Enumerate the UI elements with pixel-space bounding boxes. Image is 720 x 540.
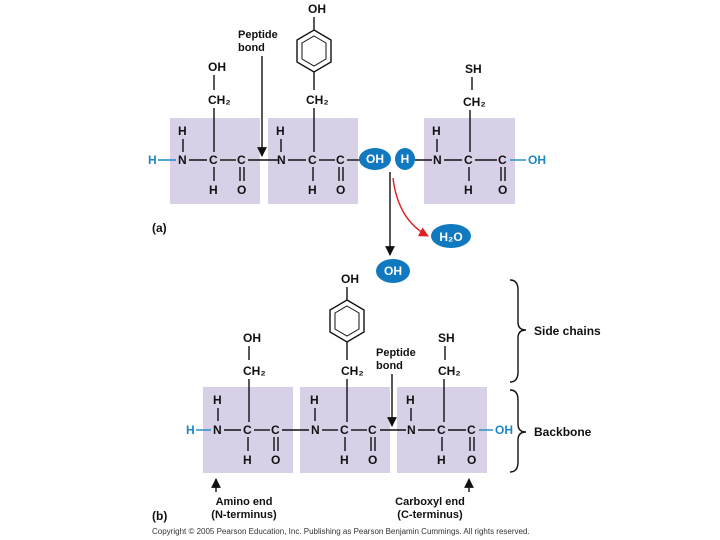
cysteine-ch2-b: CH₂ (438, 364, 461, 378)
serine-oh-b: OH (243, 331, 261, 345)
peptide-bond-label-a-line2: bond (238, 42, 265, 54)
part-a: OH CH₂ H H N C H C O Peptide bond OH (148, 2, 546, 283)
cysteine-ca-h-b: H (437, 453, 446, 467)
peptide-bond-label-a-line1: Peptide (238, 29, 278, 41)
copyright-notice: Copyright © 2005 Pearson Education, Inc.… (152, 527, 530, 536)
cysteine-ca-b: C (437, 423, 446, 437)
serine-a: OH CH₂ H H N C H C O (148, 60, 246, 197)
cysteine-a: SH CH₂ H N C H C O OH (432, 62, 546, 197)
backbone-box-serine-b (203, 387, 293, 473)
cysteine-n: N (433, 153, 442, 167)
tyrosine-oh: OH (308, 2, 326, 16)
water-text: H₂O (439, 230, 462, 244)
serine-o: O (237, 183, 246, 197)
cysteine-b: SH CH₂ H N C H C O OH (406, 331, 513, 467)
backbone-box-tyrosine-b (300, 387, 390, 473)
tyrosine-o: O (336, 183, 345, 197)
n-terminal-h: H (148, 153, 157, 167)
backbone-box-tyrosine-a (268, 118, 358, 204)
serine-ca-b: C (243, 423, 252, 437)
hydroxyl-text-released: OH (384, 264, 402, 278)
serine-b: OH CH₂ H H N C H C O (186, 331, 309, 467)
serine-ca-h: H (209, 183, 218, 197)
tyrosine-ca-h: H (308, 183, 317, 197)
amino-end-label-line2: (N-terminus) (211, 509, 277, 521)
cysteine-ch2: CH₂ (463, 95, 486, 109)
tyrosine-ca-b: C (340, 423, 349, 437)
cysteine-n-h: H (432, 124, 441, 138)
n-terminal-h-b: H (186, 423, 195, 437)
c-terminal-oh-a: OH (528, 153, 546, 167)
serine-ch2: CH₂ (208, 93, 231, 107)
cysteine-sh: SH (465, 62, 482, 76)
tyrosine-ca-h-b: H (340, 453, 349, 467)
hydrogen-ellipse-a (395, 148, 415, 170)
part-a-label: (a) (152, 221, 167, 235)
tyrosine-ca: C (308, 153, 317, 167)
water-ellipse (431, 224, 471, 248)
hydrogen-text-a: H (401, 152, 410, 166)
cysteine-o: O (498, 183, 507, 197)
carboxyl-end-label-line2: (C-terminus) (397, 509, 463, 521)
serine-c: C (237, 153, 246, 167)
side-chains-brace (509, 279, 527, 383)
backbone-brace (509, 389, 527, 473)
serine-ch2-b: CH₂ (243, 364, 266, 378)
hydroxyl-ellipse-released (376, 259, 410, 283)
backbone-box-cysteine-b (397, 387, 487, 473)
water-formation-arrow (392, 177, 429, 237)
serine-ca-h-b: H (243, 453, 252, 467)
carboxyl-end-label-line1: Carboxyl end (395, 496, 465, 508)
serine-ca: C (209, 153, 218, 167)
serine-oh: OH (208, 60, 226, 74)
backbone-label: Backbone (534, 425, 592, 439)
tyrosine-n-b: N (311, 423, 320, 437)
serine-n: N (178, 153, 187, 167)
side-chains-label: Side chains (534, 324, 601, 338)
cysteine-ca-h: H (464, 183, 473, 197)
peptide-bond-label-b-line2: bond (376, 360, 403, 372)
cysteine-o-b: O (467, 453, 476, 467)
tyrosine-ch2: CH₂ (306, 93, 329, 107)
tyrosine-n-h: H (276, 124, 285, 138)
peptide-bond-label-b-line1: Peptide (376, 347, 416, 359)
tyrosine-b: OH CH₂ H N C H C O (310, 272, 406, 467)
cysteine-n-b: N (407, 423, 416, 437)
serine-n-b: N (213, 423, 222, 437)
serine-n-h: H (178, 124, 187, 138)
cysteine-c: C (498, 153, 507, 167)
tyrosine-c: C (336, 153, 345, 167)
hydroxyl-text-a: OH (366, 152, 384, 166)
tyrosine-c-b: C (368, 423, 377, 437)
serine-o-b: O (271, 453, 280, 467)
c-terminal-oh-b: OH (495, 423, 513, 437)
tyrosine-a: OH CH₂ H N C H C O (276, 2, 362, 197)
serine-n-h-b: H (213, 393, 222, 407)
amino-end-label-line1: Amino end (216, 496, 273, 508)
tyrosine-n: N (277, 153, 286, 167)
cysteine-c-b: C (467, 423, 476, 437)
cysteine-n-h-b: H (406, 393, 415, 407)
backbone-box-serine-a (170, 118, 260, 204)
tyrosine-o-b: O (368, 453, 377, 467)
hydroxyl-ellipse-a (359, 148, 391, 170)
part-b: OH CH₂ H H N C H C O OH CH (152, 272, 601, 523)
tyrosine-ch2-b: CH₂ (341, 364, 364, 378)
cysteine-sh-b: SH (438, 331, 455, 345)
tyrosine-n-h-b: H (310, 393, 319, 407)
part-b-label: (b) (152, 509, 167, 523)
tyrosine-oh-b: OH (341, 272, 359, 286)
serine-c-b: C (271, 423, 280, 437)
cysteine-ca: C (464, 153, 473, 167)
